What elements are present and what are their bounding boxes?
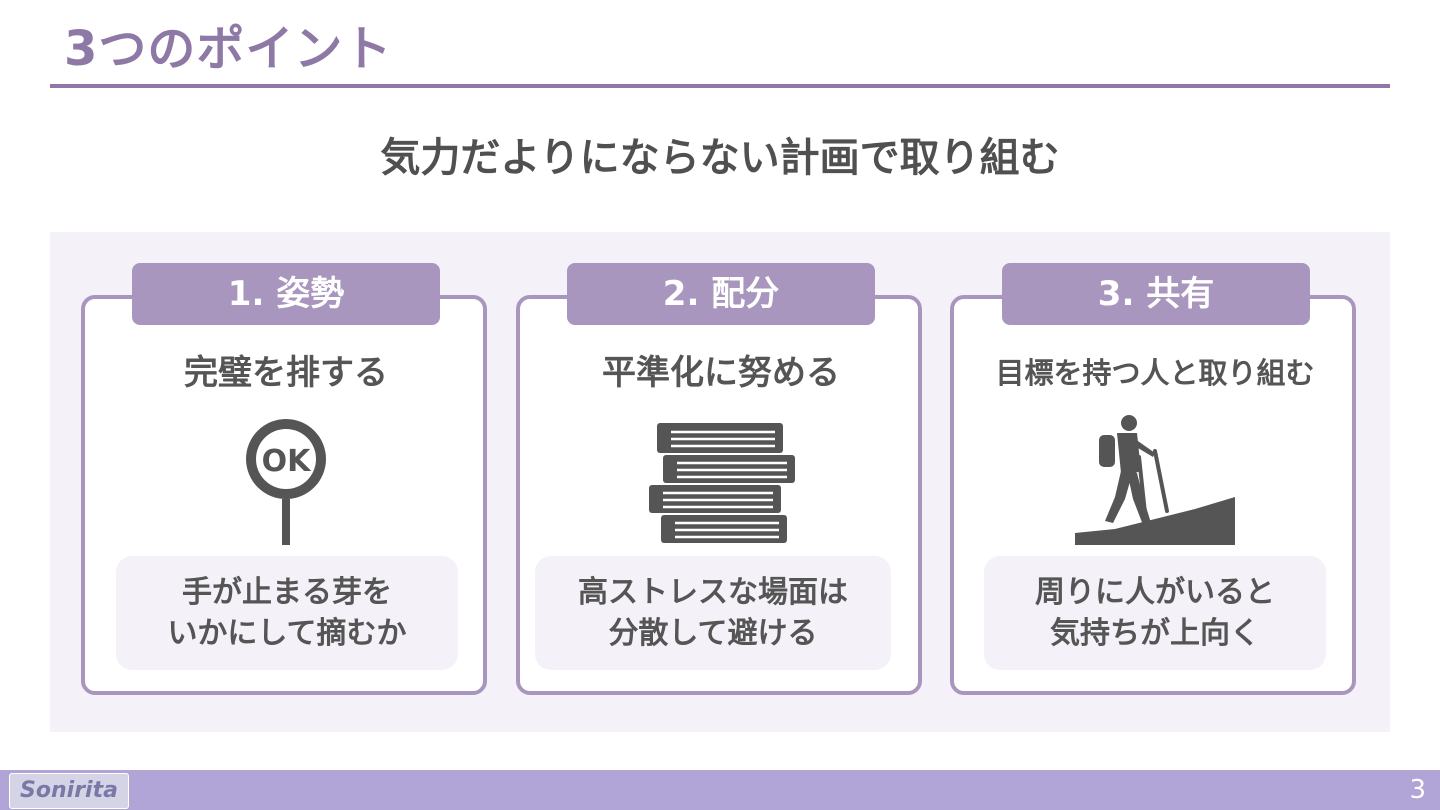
point-note-3-line1: 周りに人がいると	[1035, 575, 1275, 610]
point-heading-2: 平準化に努める	[602, 353, 840, 393]
brand-logo: Sonirita	[9, 773, 129, 809]
point-tab-1: 1. 姿勢	[132, 263, 440, 325]
hiker-icon	[1075, 415, 1235, 549]
title-divider	[50, 84, 1390, 88]
point-note-1-line1: 手が止まる芽を	[182, 575, 392, 610]
stacked-books-icon	[641, 415, 801, 549]
point-note-1: 手が止まる芽を いかにして摘むか	[116, 556, 458, 670]
point-heading-1: 完璧を排する	[184, 353, 388, 393]
slide-subtitle: 気力だよりにならない計画で取り組む	[380, 135, 1060, 181]
point-tab-2: 2. 配分	[567, 263, 875, 325]
slide-title: 3つのポイント	[64, 21, 393, 77]
point-note-2-line1: 高ストレスな場面は	[578, 575, 848, 610]
point-note-3-line2: 気持ちが上向く	[1050, 616, 1260, 651]
point-note-2: 高ストレスな場面は 分散して避ける	[535, 556, 891, 670]
point-tab-3: 3. 共有	[1002, 263, 1310, 325]
point-heading-3: 目標を持つ人と取り組む	[995, 356, 1315, 390]
point-note-2-line2: 分散して避ける	[608, 616, 818, 651]
point-note-1-line2: いかにして摘むか	[167, 616, 407, 651]
footer-bar	[0, 770, 1440, 810]
ok-sign-icon: OK	[206, 415, 366, 549]
svg-text:OK: OK	[262, 444, 313, 479]
point-note-3: 周りに人がいると 気持ちが上向く	[984, 556, 1326, 670]
page-number: 3	[1409, 775, 1426, 805]
